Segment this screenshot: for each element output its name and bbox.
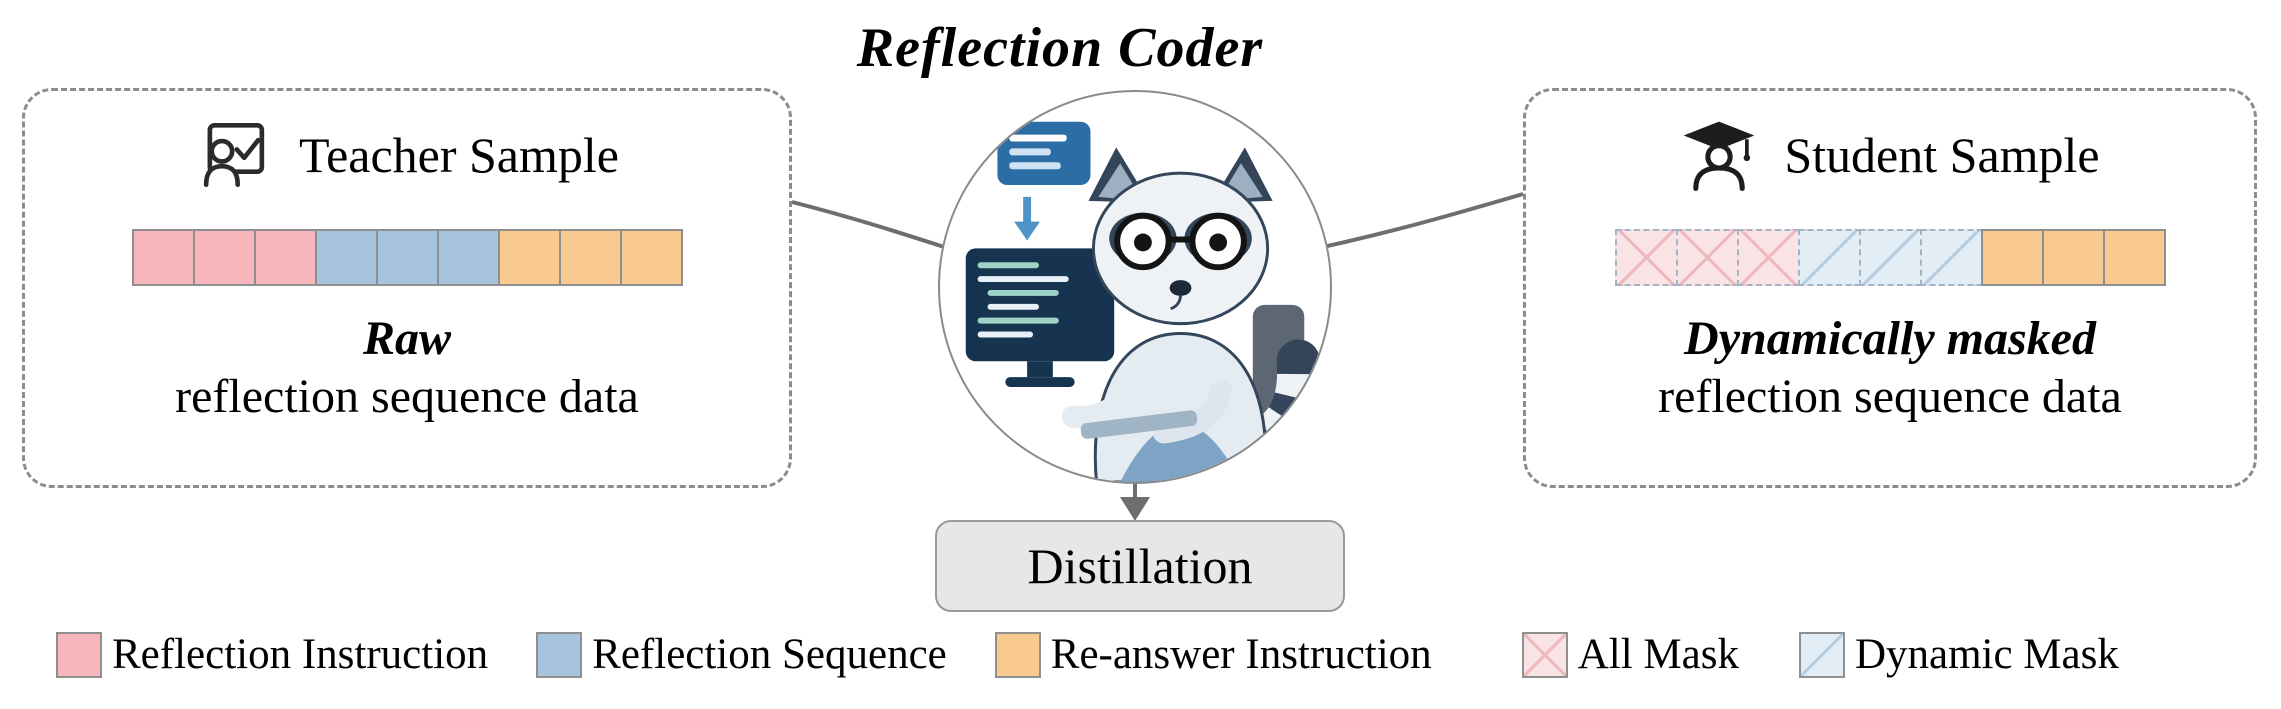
legend-swatch-blue	[536, 631, 583, 678]
student-panel-header: Student Sample	[1680, 115, 2100, 195]
sequence-cell-blue-masked	[1919, 229, 1983, 286]
legend-label: Reflection Instruction	[112, 631, 489, 678]
sequence-cell-orange	[1980, 229, 2044, 286]
bubble-arrow-icon	[1014, 196, 1040, 241]
sequence-cell-blue	[314, 229, 378, 286]
keyboard-icon	[1080, 410, 1198, 439]
teacher-caption-emphasis: Raw	[362, 312, 452, 365]
legend-swatch-blue-masked	[1798, 631, 1845, 678]
down-arrow-head	[1120, 497, 1150, 521]
teacher-sequence	[131, 229, 683, 286]
student-panel-title: Student Sample	[1784, 127, 2100, 183]
legend-item: Reflection Instruction	[56, 630, 488, 679]
sequence-cell-orange	[619, 229, 683, 286]
legend-swatch-pink	[56, 631, 102, 678]
raccoon-body	[1061, 332, 1268, 482]
sequence-cell-blue	[436, 229, 500, 286]
sequence-cell-blue-masked	[1797, 229, 1861, 286]
legend-label: Reflection Sequence	[592, 631, 947, 678]
distillation-label: Distillation	[1027, 538, 1253, 594]
teacher-panel: Teacher Sample Raw reflection sequence d…	[22, 88, 792, 488]
sequence-cell-pink	[253, 229, 317, 286]
teacher-icon	[203, 122, 265, 188]
distillation-box: Distillation	[935, 520, 1345, 612]
student-caption-emphasis: Dynamically masked	[1684, 312, 2096, 365]
legend-swatch-orange	[994, 631, 1041, 678]
teacher-caption: reflection sequence data	[175, 369, 639, 423]
sequence-cell-orange	[558, 229, 622, 286]
legend-label: Re-answer Instruction	[1050, 631, 1432, 678]
legend-label: All Mask	[1577, 631, 1739, 678]
sequence-cell-blue	[375, 229, 439, 286]
legend: Reflection Instruction Reflection Sequenc…	[56, 630, 2256, 679]
monitor-icon	[965, 248, 1115, 387]
sequence-cell-pink-masked	[1736, 229, 1800, 286]
sequence-cell-pink	[131, 229, 195, 286]
sequence-cell-pink-masked	[1614, 229, 1678, 286]
legend-item: Dynamic Mask	[1798, 630, 2119, 679]
teacher-panel-title: Teacher Sample	[299, 127, 619, 183]
sequence-cell-orange	[2102, 229, 2166, 286]
sequence-cell-pink-masked	[1675, 229, 1739, 286]
student-icon	[1684, 121, 1755, 191]
student-sequence	[1614, 229, 2166, 286]
student-panel: Student Sample Dynamically masked reflec…	[1523, 88, 2257, 488]
legend-label: Dynamic Mask	[1854, 631, 2119, 678]
raccoon-head	[1088, 147, 1273, 326]
legend-item: All Mask	[1521, 630, 1739, 679]
sequence-cell-blue-masked	[1858, 229, 1922, 286]
code-bubble-icon	[997, 121, 1091, 186]
reflection-coder-mascot	[938, 90, 1332, 484]
student-caption: reflection sequence data	[1658, 369, 2122, 423]
legend-item: Re-answer Instruction	[994, 630, 1432, 679]
raccoon-coder-illustration	[965, 121, 1321, 482]
figure-title: Reflection Coder	[856, 17, 1264, 79]
teacher-panel-header: Teacher Sample	[195, 115, 619, 195]
sequence-cell-orange	[497, 229, 561, 286]
legend-item: Reflection Sequence	[536, 630, 947, 679]
sequence-cell-orange	[2041, 229, 2105, 286]
legend-swatch-pink-masked	[1521, 631, 1568, 678]
sequence-cell-pink	[192, 229, 256, 286]
